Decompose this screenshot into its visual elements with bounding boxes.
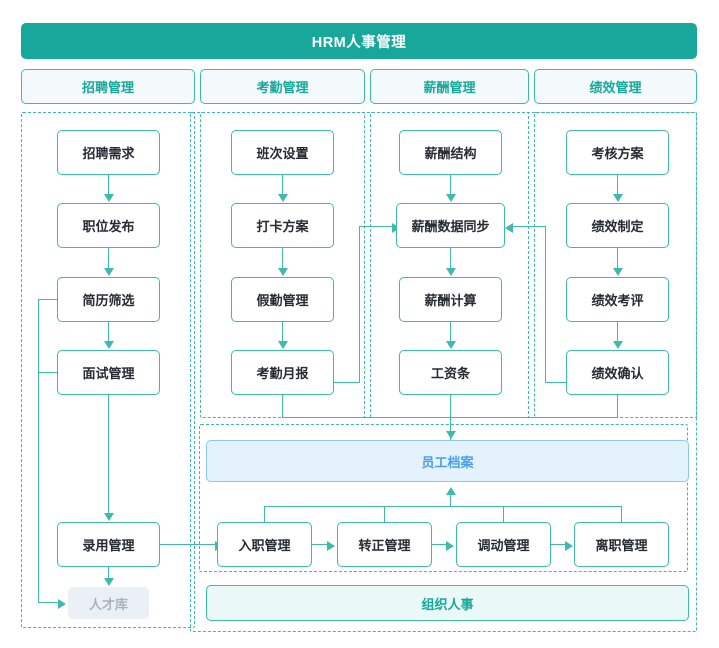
arrowhead-leave-to-report <box>277 341 288 349</box>
node-assessment-plan[interactable]: 考核方案 <box>566 130 669 175</box>
connector-posting-to-screening <box>107 248 110 268</box>
arrowhead-shift-to-clockin <box>277 194 288 202</box>
node-hiring-management[interactable]: 录用管理 <box>57 522 160 567</box>
arrowhead-feedback-to-talentpool <box>58 598 66 609</box>
connector-calculation-to-payslip <box>449 322 452 341</box>
group-employee-lifecycle <box>199 424 688 572</box>
node-salary-structure[interactable]: 薪酬结构 <box>399 130 502 175</box>
node-performance-planning[interactable]: 绩效制定 <box>566 203 669 248</box>
connector-transfer-riser <box>503 506 505 523</box>
connector-lifecycle-to-records <box>449 495 452 507</box>
arrowhead-payslip-to-records <box>445 431 456 439</box>
connector-report-right-stub <box>334 382 360 384</box>
group-recruitment <box>21 112 195 628</box>
connector-hiring-to-onboarding <box>160 544 217 546</box>
arrowhead-transfer-to-offboarding <box>565 540 573 551</box>
node-payroll-data-sync[interactable]: 薪酬数据同步 <box>396 203 505 248</box>
tab-payroll-management[interactable]: 薪酬管理 <box>370 69 529 104</box>
node-attendance-monthly-report[interactable]: 考勤月报 <box>231 350 334 395</box>
node-resume-screening[interactable]: 简历筛选 <box>57 277 160 322</box>
connector-report-to-records-bus <box>281 417 447 419</box>
connector-payslip-to-records <box>449 395 452 442</box>
connector-confirmation-to-records-bus <box>449 417 618 419</box>
connector-onboarding-to-regularization <box>312 544 329 546</box>
arrowhead-confirmation-to-payrollsync <box>505 222 513 233</box>
connector-feedback-to-talentpool <box>38 602 60 604</box>
arrowhead-interview-to-hiring <box>103 513 114 521</box>
connector-confirmation-riser <box>545 226 547 383</box>
arrowhead-structure-to-sync <box>445 194 456 202</box>
connector-interview-left-stub <box>38 372 58 374</box>
tab-attendance-management[interactable]: 考勤管理 <box>200 69 365 104</box>
connector-offboarding-riser <box>621 506 623 523</box>
connector-screening-left-stub <box>38 299 58 301</box>
node-shift-setup[interactable]: 班次设置 <box>231 130 334 175</box>
connector-leave-to-report <box>281 322 284 341</box>
connector-interview-to-hiring <box>107 395 110 513</box>
group-outer-hr-core <box>190 112 697 632</box>
connector-shift-to-clockin <box>281 175 284 195</box>
connector-structure-to-sync <box>449 175 452 195</box>
banner-org-personnel[interactable]: 组织人事 <box>206 585 689 621</box>
connector-recruit-feedback-spine <box>38 299 40 603</box>
connector-report-down <box>281 395 284 418</box>
connector-confirmation-to-payrollsync <box>512 226 546 228</box>
tab-performance-management[interactable]: 绩效管理 <box>534 69 697 104</box>
banner-employee-records[interactable]: 员工档案 <box>206 440 689 482</box>
arrowhead-review-to-confirmation <box>612 341 623 349</box>
connector-clockin-to-leave <box>281 248 284 268</box>
node-onboarding-management[interactable]: 入职管理 <box>217 522 312 567</box>
node-salary-calculation[interactable]: 薪酬计算 <box>399 277 502 322</box>
connector-demand-to-posting <box>107 175 110 195</box>
arrowhead-sync-to-calculation <box>445 268 456 276</box>
arrowhead-lifecycle-to-records <box>445 487 456 495</box>
node-talent-pool[interactable]: 人才库 <box>68 587 149 619</box>
arrowhead-posting-to-screening <box>103 268 114 276</box>
arrowhead-planning-to-review <box>612 268 623 276</box>
node-payslip[interactable]: 工资条 <box>399 350 502 395</box>
node-job-posting[interactable]: 职位发布 <box>57 203 160 248</box>
arrowhead-screening-to-interview <box>103 341 114 349</box>
connector-lifecycle-bus <box>264 506 622 508</box>
arrowhead-hiring-to-talentpool <box>103 578 114 586</box>
connector-confirmation-down <box>616 395 619 418</box>
tab-recruitment-management[interactable]: 招聘管理 <box>21 69 195 104</box>
connector-transfer-to-offboarding <box>551 544 566 546</box>
node-leave-management[interactable]: 假勤管理 <box>231 277 334 322</box>
node-performance-review[interactable]: 绩效考评 <box>566 277 669 322</box>
connector-planning-to-review <box>616 248 619 268</box>
connector-review-to-confirmation <box>616 322 619 341</box>
node-transfer-management[interactable]: 调动管理 <box>456 522 551 567</box>
connector-report-riser <box>358 226 360 383</box>
connector-hiring-to-talentpool <box>107 567 110 578</box>
connector-report-to-payrollsync <box>358 226 395 228</box>
node-recruitment-demand[interactable]: 招聘需求 <box>57 130 160 175</box>
arrowhead-calculation-to-payslip <box>445 341 456 349</box>
node-performance-confirmation[interactable]: 绩效确认 <box>566 350 669 395</box>
page-title: HRM人事管理 <box>21 23 697 59</box>
connector-onboarding-riser <box>264 506 266 523</box>
connector-plan-to-planning <box>616 175 619 195</box>
arrowhead-regularization-to-transfer <box>446 540 454 551</box>
node-clockin-scheme[interactable]: 打卡方案 <box>231 203 334 248</box>
connector-regularization-to-transfer <box>432 544 448 546</box>
arrowhead-clockin-to-leave <box>277 268 288 276</box>
connector-regularization-riser <box>384 506 386 523</box>
connector-confirmation-left-stub <box>545 382 567 384</box>
arrowhead-plan-to-planning <box>612 194 623 202</box>
connector-screening-to-interview <box>107 322 110 341</box>
arrowhead-onboarding-to-regularization <box>327 540 335 551</box>
node-offboarding-management[interactable]: 离职管理 <box>574 522 669 567</box>
node-interview-management[interactable]: 面试管理 <box>57 350 160 395</box>
connector-sync-to-calculation <box>449 248 452 268</box>
node-regularization-management[interactable]: 转正管理 <box>337 522 432 567</box>
arrowhead-demand-to-posting <box>103 194 114 202</box>
